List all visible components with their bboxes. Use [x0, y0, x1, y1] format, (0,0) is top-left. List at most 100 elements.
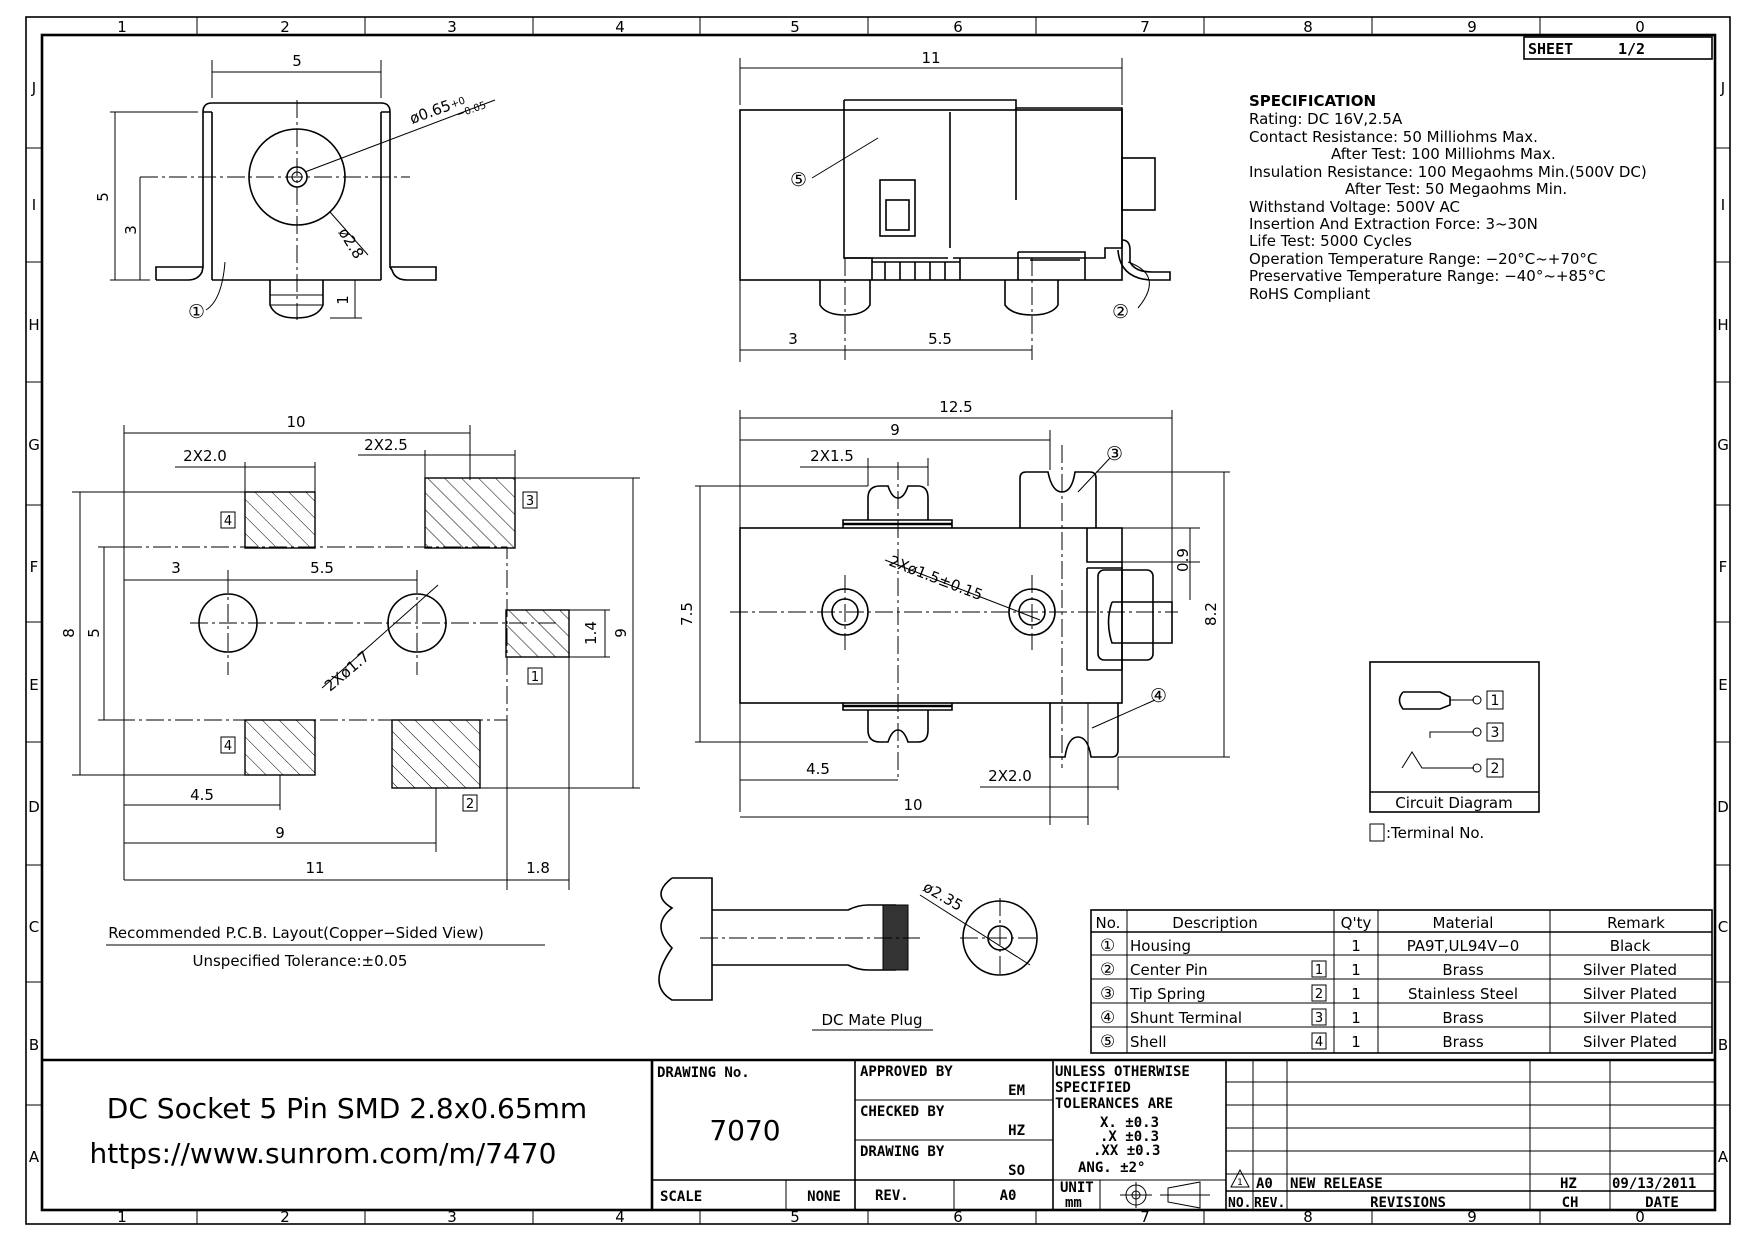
bom-qty: 1: [1351, 1033, 1361, 1051]
bom-qty: 1: [1351, 1009, 1361, 1027]
pin-diameter: ø0.65: [407, 96, 453, 127]
dim-label: 3: [788, 330, 798, 348]
title-block: DC Socket 5 Pin SMD 2.8x0.65mm https://w…: [42, 1058, 1715, 1211]
bom-desc: Shell: [1130, 1033, 1167, 1051]
dim-label: 3: [171, 559, 181, 577]
drawing-url: https://www.sunrom.com/m/7470: [90, 1137, 557, 1170]
terminal-label: 2: [1491, 761, 1500, 777]
bom-header: No.: [1096, 914, 1121, 932]
revision-ch: HZ: [1560, 1176, 1577, 1192]
col-label: 3: [447, 18, 457, 36]
col-label: 0: [1635, 1208, 1645, 1226]
tolerance-line: SPECIFIED: [1055, 1080, 1131, 1096]
row-label: H: [28, 316, 39, 334]
dim-label: 2X2.0: [988, 767, 1032, 785]
drawn-label: DRAWING BY: [860, 1144, 945, 1160]
drawing-title: DC Socket 5 Pin SMD 2.8x0.65mm: [107, 1092, 587, 1125]
spec-line: Withstand Voltage: 500V AC: [1249, 198, 1460, 216]
col-label: 1: [117, 18, 127, 36]
spec-title: SPECIFICATION: [1249, 92, 1376, 110]
col-label: 3: [447, 1208, 457, 1226]
tolerance-line: TOLERANCES ARE: [1055, 1096, 1173, 1112]
row-label: J: [1720, 79, 1725, 97]
row-label: F: [30, 558, 39, 576]
row-label: D: [28, 798, 40, 816]
pcb-tolerance: Unspecified Tolerance:±0.05: [193, 952, 408, 970]
pcb-caption: Recommended P.C.B. Layout(Copper−Sided V…: [108, 924, 484, 942]
bom-qty: 1: [1351, 961, 1361, 979]
dim-label: 4.5: [190, 786, 214, 804]
bom-desc: Shunt Terminal: [1130, 1009, 1242, 1027]
unit-value: mm: [1065, 1195, 1082, 1211]
bottom-view: 12.5 9 2X1.5 7.5 0.9 8.2 2Xø1.5±0.15 4.5…: [678, 398, 1230, 825]
row-label: D: [1717, 798, 1729, 816]
pad-label: 4: [224, 514, 232, 529]
sheet-label: SHEET: [1528, 40, 1573, 58]
callout-3: ③: [1106, 443, 1123, 465]
bom-terminal: 1: [1315, 963, 1323, 978]
dim-label: 3: [122, 225, 140, 235]
spec-line: Preservative Temperature Range: −40°~+85…: [1249, 267, 1606, 285]
col-label: 7: [1140, 18, 1150, 36]
pcb-layout: 10 2X2.0 2X2.5 3 5.5 8 5 1.4 9 2Xø1.7 4.…: [60, 413, 640, 970]
terminal-label: 1: [1491, 693, 1500, 709]
dim-label: 0.9: [1174, 548, 1192, 572]
tolerance-xxx: .XX ±0.3: [1093, 1143, 1160, 1159]
grid-ticks: [26, 17, 1730, 1224]
dim-label: 2X2.5: [364, 436, 408, 454]
row-label: C: [29, 918, 39, 936]
unit-label: UNIT: [1060, 1180, 1094, 1196]
pin-tolerance-up: +0: [449, 95, 467, 110]
pad-1: [505, 609, 570, 658]
callout-5: ⑤: [790, 169, 807, 191]
dim-label: 8.2: [1202, 602, 1220, 626]
revision-symbol: 1: [1237, 1178, 1243, 1188]
dim-label: 1.8: [526, 859, 550, 877]
spec-line: Rating: DC 16V,2.5A: [1249, 110, 1403, 128]
row-label: B: [29, 1036, 39, 1054]
dim-label: 7.5: [678, 602, 696, 626]
bom-no: ②: [1100, 960, 1115, 980]
pad-4-bottom: [244, 719, 316, 776]
dim-label: 5: [292, 52, 302, 70]
dim-label: 5: [94, 192, 112, 202]
row-label: I: [32, 196, 36, 214]
bom-remark: Black: [1610, 937, 1651, 955]
revision-desc: NEW RELEASE: [1290, 1176, 1383, 1192]
bom-qty: 1: [1351, 937, 1361, 955]
dim-label: 5.5: [310, 559, 334, 577]
spec-line: After Test: 100 Milliohms Max.: [1331, 145, 1556, 163]
bom-material: Brass: [1442, 961, 1483, 979]
row-label: H: [1717, 316, 1728, 334]
bom-no: ③: [1100, 984, 1115, 1004]
rev-header: DATE: [1645, 1195, 1679, 1211]
col-label: 2: [280, 1208, 290, 1226]
checked-label: CHECKED BY: [860, 1104, 945, 1120]
bore-diameter: ø2.8: [335, 225, 368, 263]
spec-line: Operation Temperature Range: −20°C~+70°C: [1249, 250, 1597, 268]
grid-col-labels-bottom: 1 2 3 4 5 6 7 8 9 0: [117, 1208, 1645, 1226]
row-label: I: [1721, 196, 1725, 214]
terminal-legend: :Terminal No.: [1386, 824, 1484, 842]
bom-header: Remark: [1607, 914, 1665, 932]
dim-label: 9: [275, 824, 285, 842]
dim-label: 2X2.0: [183, 447, 227, 465]
tolerance-line: UNLESS OTHERWISE: [1055, 1064, 1190, 1080]
dim-label: 9: [612, 628, 630, 638]
table-row: ⑤ Shell 4 1 Brass Silver Plated: [1100, 1032, 1677, 1052]
rev-header: REV.: [1254, 1196, 1285, 1211]
callout-1: ①: [188, 301, 205, 323]
approved-value: EM: [1008, 1083, 1025, 1099]
plug-caption: DC Mate Plug: [821, 1011, 922, 1029]
bom-remark: Silver Plated: [1583, 961, 1677, 979]
scale-value: NONE: [807, 1189, 841, 1205]
front-view: 5 5 3 1 ø0.65 +0 −0.05 ø2.8 ①: [94, 52, 496, 323]
bom-header: Q'ty: [1341, 914, 1372, 932]
row-label: J: [31, 79, 36, 97]
dim-label: 9: [890, 421, 900, 439]
dim-label: 12.5: [939, 398, 972, 416]
rev-value: A0: [1000, 1188, 1017, 1204]
col-label: 1: [117, 1208, 127, 1226]
col-label: 5: [790, 18, 800, 36]
drawing-no-label: DRAWING No.: [657, 1065, 750, 1081]
